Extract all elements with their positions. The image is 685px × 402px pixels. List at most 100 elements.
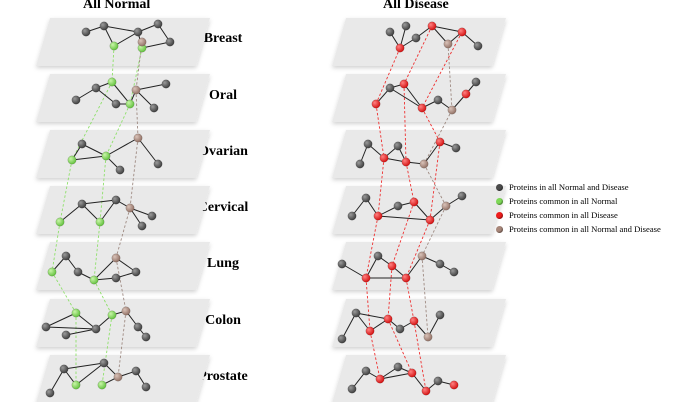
brown-protein-node	[441, 201, 451, 211]
gray-protein-node	[471, 77, 481, 87]
gray-protein-node	[337, 259, 347, 269]
normal-plane-cervical	[36, 186, 210, 234]
network-edge	[105, 137, 139, 157]
brown-protein-node	[417, 251, 427, 261]
normal-common-link	[59, 159, 73, 223]
brown-protein-node	[121, 306, 131, 316]
gray-protein-node	[41, 322, 51, 332]
red-protein-node	[409, 197, 419, 207]
legend: Proteins in all Normal and Disease Prote…	[496, 180, 661, 236]
network-edge	[113, 31, 139, 47]
shared-common-link	[117, 310, 127, 378]
green-protein-node	[125, 99, 135, 109]
gray-protein-node	[393, 141, 403, 151]
gray-protein-node	[131, 267, 141, 277]
gray-protein-node	[149, 103, 159, 113]
disease-common-link	[405, 161, 415, 203]
normal-common-link	[51, 271, 77, 314]
shared-common-link	[421, 205, 447, 257]
gray-protein-node	[361, 193, 371, 203]
gray-protein-node	[435, 310, 445, 320]
network-edge	[341, 263, 367, 279]
gray-protein-node	[131, 366, 141, 376]
disease-common-link	[387, 318, 413, 374]
gray-protein-node	[73, 267, 83, 277]
tissue-label-breast: Breast	[203, 31, 243, 46]
network-edge	[95, 87, 117, 105]
red-protein-node	[449, 380, 459, 390]
normal-plane-oral	[36, 74, 210, 122]
shared-common-link	[423, 109, 453, 165]
gray-protein-node	[393, 201, 403, 211]
brown-dot-icon	[496, 225, 503, 233]
gray-protein-node	[373, 251, 383, 261]
disease-plane-prostate	[332, 355, 506, 402]
gray-protein-node	[433, 376, 443, 386]
gray-protein-node	[337, 334, 347, 344]
red-protein-node	[417, 103, 427, 113]
legend-label: Proteins common in all Normal	[509, 196, 618, 206]
disease-plane-cervical	[332, 186, 506, 234]
network-edge	[355, 312, 389, 320]
network-edge	[81, 199, 117, 205]
red-protein-node	[387, 261, 397, 271]
gray-protein-node	[385, 83, 395, 93]
disease-common-link	[369, 330, 381, 380]
brown-protein-node	[419, 159, 429, 169]
gray-protein-node	[91, 324, 101, 334]
red-protein-node	[375, 374, 385, 384]
red-protein-node	[421, 386, 431, 396]
normal-common-link	[93, 221, 101, 281]
green-protein-node	[95, 217, 105, 227]
network-edge	[405, 255, 423, 279]
disease-common-link	[421, 31, 463, 109]
brown-protein-node	[423, 332, 433, 342]
red-protein-node	[399, 79, 409, 89]
red-protein-node	[383, 314, 393, 324]
gray-protein-node	[393, 362, 403, 372]
gray-protein-node	[141, 382, 151, 392]
gray-protein-node	[385, 27, 395, 37]
red-protein-node	[373, 211, 383, 221]
gray-protein-node	[99, 358, 109, 368]
brown-protein-node	[133, 133, 143, 143]
green-protein-node	[55, 217, 65, 227]
red-protein-node	[427, 21, 437, 31]
red-protein-node	[409, 316, 419, 326]
red-protein-node	[395, 43, 405, 53]
gray-protein-node	[435, 259, 445, 269]
normal-plane-colon	[36, 299, 210, 347]
normal-plane-prostate	[36, 355, 210, 402]
normal-common-link	[99, 155, 107, 223]
legend-item-brown: Proteins common in all Normal and Diseas…	[496, 222, 661, 236]
green-protein-node	[67, 155, 77, 165]
brown-protein-node	[443, 39, 453, 49]
green-protein-node	[101, 151, 111, 161]
network-edge	[431, 25, 463, 33]
network-edge	[71, 155, 107, 161]
gray-protein-node	[137, 221, 147, 231]
red-protein-node	[407, 368, 417, 378]
network-edge	[81, 203, 101, 223]
network-edge	[65, 328, 97, 336]
shared-common-link	[423, 163, 447, 207]
network-edge	[81, 143, 107, 157]
gray-protein-node	[133, 322, 143, 332]
red-protein-node	[401, 273, 411, 283]
green-protein-node	[89, 275, 99, 285]
brown-protein-node	[125, 203, 135, 213]
gray-protein-node	[111, 195, 121, 205]
gray-protein-node	[347, 211, 357, 221]
red-protein-node	[371, 99, 381, 109]
gray-protein-node	[153, 159, 163, 169]
disease-common-link	[413, 320, 427, 392]
disease-common-link	[405, 277, 415, 322]
green-protein-node	[97, 380, 107, 390]
network-edge	[49, 368, 65, 394]
brown-protein-node	[111, 253, 121, 263]
network-edge	[135, 89, 155, 109]
brown-protein-node	[113, 372, 123, 382]
normal-common-link	[93, 279, 113, 316]
disease-common-link	[421, 107, 441, 143]
